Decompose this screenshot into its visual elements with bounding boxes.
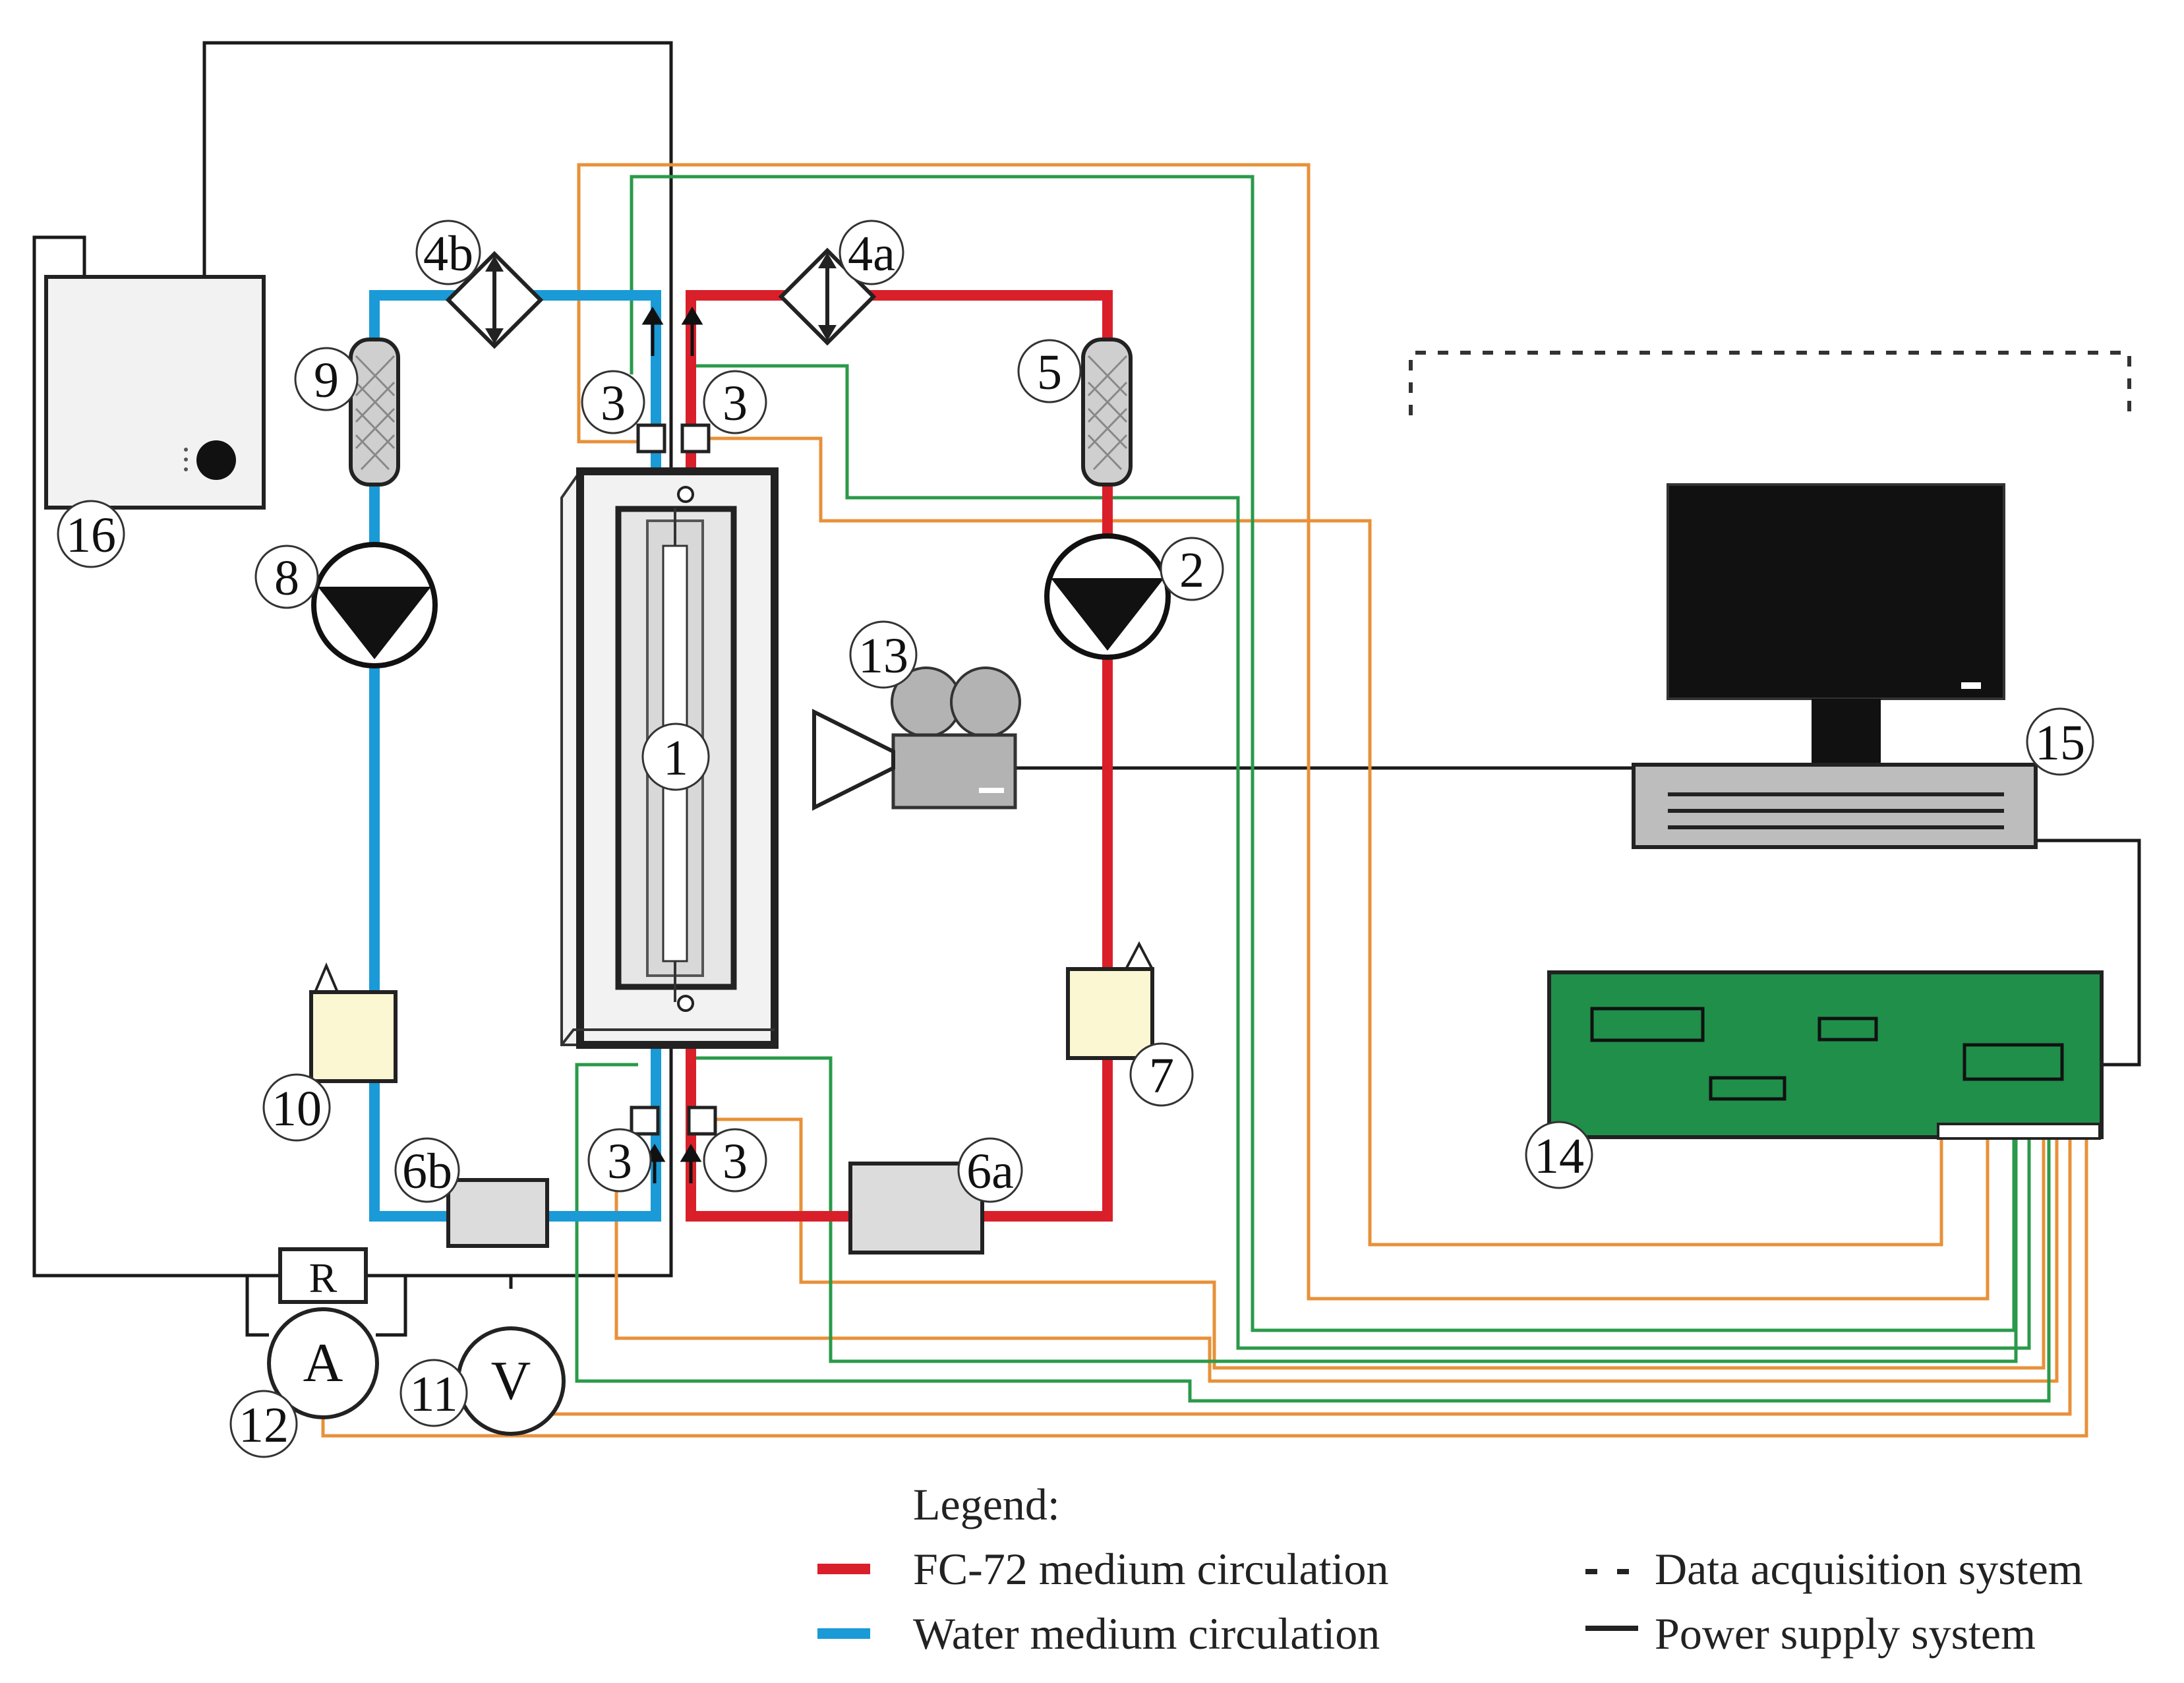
legend-power-label: Power supply system [1655, 1609, 2036, 1659]
label-2: 2 [1179, 543, 1204, 598]
pump-2 [1044, 533, 1171, 660]
legend-title: Legend: [913, 1479, 1060, 1529]
tank-7 [1066, 941, 1155, 1060]
label-5: 5 [1037, 345, 1062, 400]
power-supply-wiring [32, 41, 2141, 1337]
resistor [278, 1247, 368, 1304]
pump-8 [311, 542, 438, 668]
label-16: 16 [66, 508, 116, 563]
ammeter-label: A [303, 1332, 343, 1394]
label-3-top-left: 3 [601, 376, 626, 431]
label-10: 10 [272, 1081, 322, 1137]
legend-daq-label: Data acquisition system [1655, 1544, 2083, 1594]
label-14: 14 [1534, 1129, 1584, 1184]
sensor-blocks [630, 423, 717, 1136]
ammeter [267, 1307, 379, 1419]
label-3-top-right: 3 [723, 376, 748, 431]
label-7: 7 [1149, 1048, 1174, 1104]
label-15: 15 [2035, 715, 2085, 771]
label-6a: 6a [966, 1144, 1014, 1199]
label-9: 9 [314, 353, 339, 408]
label-6b: 6b [402, 1144, 452, 1199]
label-4a: 4a [848, 226, 895, 281]
tank-10 [309, 962, 398, 1083]
voltmeter-label: V [491, 1350, 531, 1411]
meters: R A V [267, 1247, 566, 1436]
label-3-bottom-right: 3 [723, 1134, 748, 1189]
heat-exchanger-4b [445, 251, 544, 349]
label-1: 1 [663, 730, 688, 786]
legend: Legend: FC-72 medium circulation Water m… [817, 1479, 2083, 1659]
callout-labels: 1 2 3 3 3 3 4a 4b 5 6a 6b 7 8 9 10 11 12… [66, 226, 2085, 1453]
flow-arrows [641, 307, 703, 1183]
flowmeter-6b [446, 1178, 549, 1248]
label-11: 11 [409, 1367, 457, 1422]
callout-rings [57, 220, 2094, 1458]
label-12: 12 [239, 1398, 289, 1453]
power-supply-16 [44, 275, 266, 510]
camera-13 [812, 666, 1021, 811]
legend-water-label: Water medium circulation [913, 1609, 1380, 1659]
daq-wiring-green [575, 175, 2051, 1403]
water-circuit [369, 290, 661, 1222]
label-3-bottom-left: 3 [607, 1134, 632, 1189]
label-4b: 4b [423, 226, 473, 281]
resistor-label: R [309, 1255, 338, 1301]
filter-9 [349, 338, 400, 487]
label-8: 8 [274, 550, 299, 606]
label-13: 13 [858, 628, 908, 684]
daq-board-14 [1547, 970, 2104, 1140]
daq-dotted-bracket [1409, 351, 2131, 422]
computer-15 [1632, 483, 2038, 849]
legend-fc72-label: FC-72 medium circulation [913, 1544, 1388, 1594]
filter-5 [1081, 338, 1133, 487]
